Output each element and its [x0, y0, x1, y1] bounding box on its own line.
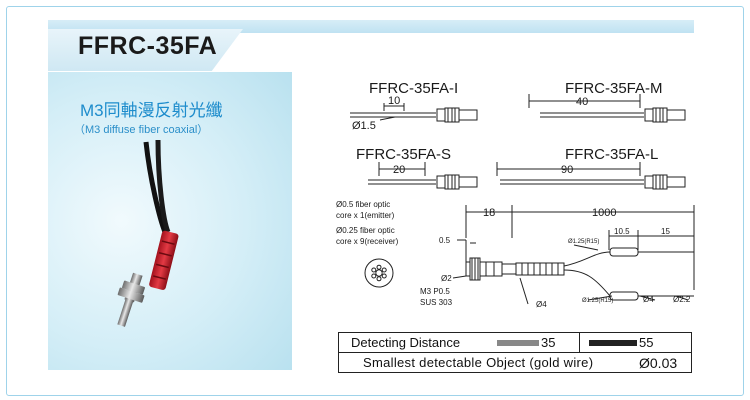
variant-s-drawing	[368, 162, 478, 190]
model-title: FFRC-35FA	[78, 32, 218, 60]
dim-phi2: Ø2	[441, 274, 452, 283]
core-note-1b: core x 1(emitter)	[336, 211, 395, 220]
smallest-object-row: Smallest detectable Object (gold wire) Ø…	[339, 353, 691, 372]
variant-s-length: 20	[393, 164, 405, 176]
detecting-distance-row: Detecting Distance 35 55	[339, 333, 691, 353]
detail-drawing	[452, 205, 695, 305]
dim-phi2-2: Ø2.2	[673, 295, 691, 304]
core-note-2: Ø0.25 fiber optic	[336, 226, 395, 235]
variant-l-label: FFRC-35FA-L	[565, 146, 658, 163]
distance-value-1: 35	[541, 335, 556, 350]
product-cn-title: M3同軸漫反射光纖	[80, 101, 223, 120]
core-note-1: Ø0.5 fiber optic	[336, 200, 390, 209]
title-tab	[48, 29, 243, 71]
core-note-2b: core x 9(receiver)	[336, 237, 399, 246]
fiber-cables	[143, 139, 171, 233]
variant-i-label: FFRC-35FA-I	[369, 80, 458, 97]
variant-m-length: 40	[576, 96, 588, 108]
material-spec: SUS 303	[420, 298, 453, 307]
variant-i-length: 10	[388, 95, 400, 107]
dim-phi125-bottom: Ø1.25(R15)	[582, 298, 613, 304]
variant-m-drawing	[528, 94, 686, 123]
dim-1000: 1000	[592, 207, 616, 219]
variant-i-diameter: Ø1.5	[352, 120, 376, 132]
dim-0-5: 0.5	[439, 236, 451, 245]
thread-spec: M3 P0.5	[420, 287, 450, 296]
distance-divider	[579, 333, 580, 352]
smallest-object-label: Smallest detectable Object (gold wire)	[363, 355, 594, 370]
distance-value-2: 55	[639, 335, 654, 350]
product-en-subtitle: （M3 diffuse fiber coaxial）	[74, 124, 209, 136]
smallest-object-value: Ø0.03	[639, 355, 678, 371]
variant-m-label: FFRC-35FA-M	[565, 80, 663, 97]
variant-s-label: FFRC-35FA-S	[356, 146, 451, 163]
spec-table: Detecting Distance 35 55 Smallest detect…	[338, 332, 692, 373]
detecting-distance-label: Detecting Distance	[351, 335, 461, 350]
metal-probe	[117, 272, 145, 327]
dim-10-5: 10.5	[614, 227, 630, 236]
dim-15: 15	[661, 227, 670, 236]
red-sleeve	[149, 230, 179, 290]
distance-swatch-2	[589, 340, 637, 346]
dim-phi125-top: Ø1.25(R15)	[568, 239, 599, 245]
fiber-cross-section	[364, 258, 394, 288]
dim-phi4-a: Ø4	[536, 300, 547, 309]
dim-phi4-b: Ø4	[643, 295, 654, 304]
variant-i-drawing	[350, 103, 478, 123]
variant-l-drawing	[496, 162, 686, 190]
distance-swatch-1	[497, 340, 539, 346]
dim-18: 18	[483, 207, 495, 219]
product-photo-panel	[48, 72, 292, 370]
variant-l-length: 90	[561, 164, 573, 176]
